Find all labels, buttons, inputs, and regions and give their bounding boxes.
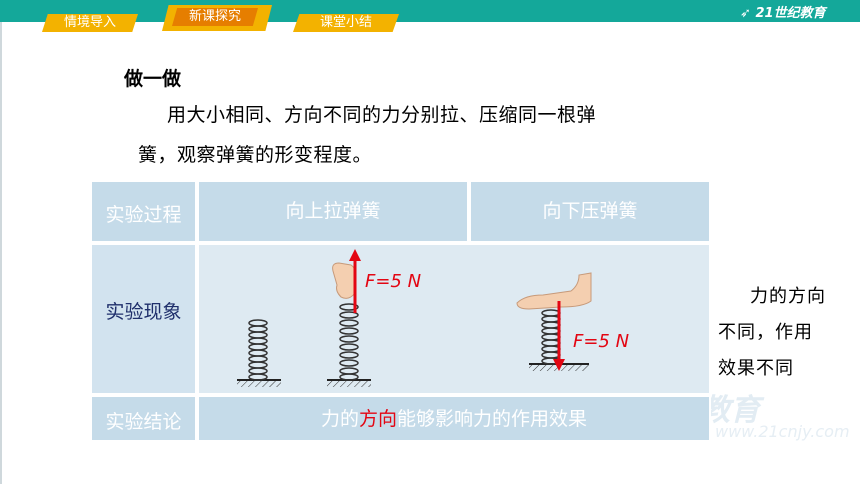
hand-press-icon [516,272,592,310]
tab-explore[interactable]: 新课探究 [162,5,272,31]
logo-text: 21世纪教育 [755,6,826,21]
col-header-press-text: 向下压弹簧 [542,200,638,222]
conclusion-highlight: 方向 [358,408,397,430]
conclusion-suffix: 能够影响力的作用效果 [397,408,588,430]
side-note-line-3: 效果不同 [718,358,794,379]
side-note-line-1: 力的方向 [750,286,826,307]
experiment-table: 实验过程 向上拉弹簧 向下压弹簧 实验现象 [90,180,711,442]
tab-intro[interactable]: 情境导入 [42,14,138,32]
instruction-line-2: 簧，观察弹簧的形变程度。 [138,144,373,166]
row-label-phenomenon: 实验现象 [90,243,197,395]
conclusion-cell: 力的方向能够影响力的作用效果 [197,395,711,442]
row-label-process-text: 实验过程 [105,204,182,226]
spring-pressed [516,272,592,371]
row-label-process: 实验过程 [90,180,197,243]
conclusion-prefix: 力的 [320,408,359,430]
hand-pull-icon [332,262,356,299]
spring-illustration [237,249,592,387]
brand-logo: ➶ 21世纪教育 [740,2,830,21]
col-header-press: 向下压弹簧 [469,180,711,243]
spring-pulled [327,249,371,387]
tab-explore-label: 新课探究 [172,8,258,26]
row-label-conclusion-text: 实验结论 [105,411,182,433]
watermark-url: www.21cnjy.com [715,422,850,441]
tab-summary-label: 课堂小结 [319,15,372,30]
phenomenon-image-cell: F=5 N F=5 N [197,243,711,395]
force-label-down-text: F=5 N [573,331,630,352]
spring-at-rest [237,319,281,387]
arrow-down-icon [553,359,565,371]
conclusion-text: 力的方向能够影响力的作用效果 [199,404,709,431]
arrow-up-icon [349,249,361,261]
section-heading: 做一做 [124,68,182,90]
runner-icon: ➶ [740,6,751,21]
left-divider [0,22,2,484]
force-label-down: F=5 N [573,331,629,352]
side-note-line-2: 不同，作用 [718,322,813,343]
tab-intro-label: 情境导入 [63,15,116,30]
tab-summary[interactable]: 课堂小结 [293,14,399,32]
force-label-up: F=5 N [365,271,421,292]
col-header-pull-text: 向上拉弹簧 [285,200,381,222]
row-label-phenomenon-text: 实验现象 [105,301,182,323]
col-header-pull: 向上拉弹簧 [197,180,469,243]
force-label-up-text: F=5 N [365,271,422,292]
instruction-line-1: 用大小相同、方向不同的力分别拉、压缩同一根弹 [167,104,597,126]
row-label-conclusion: 实验结论 [90,395,197,442]
